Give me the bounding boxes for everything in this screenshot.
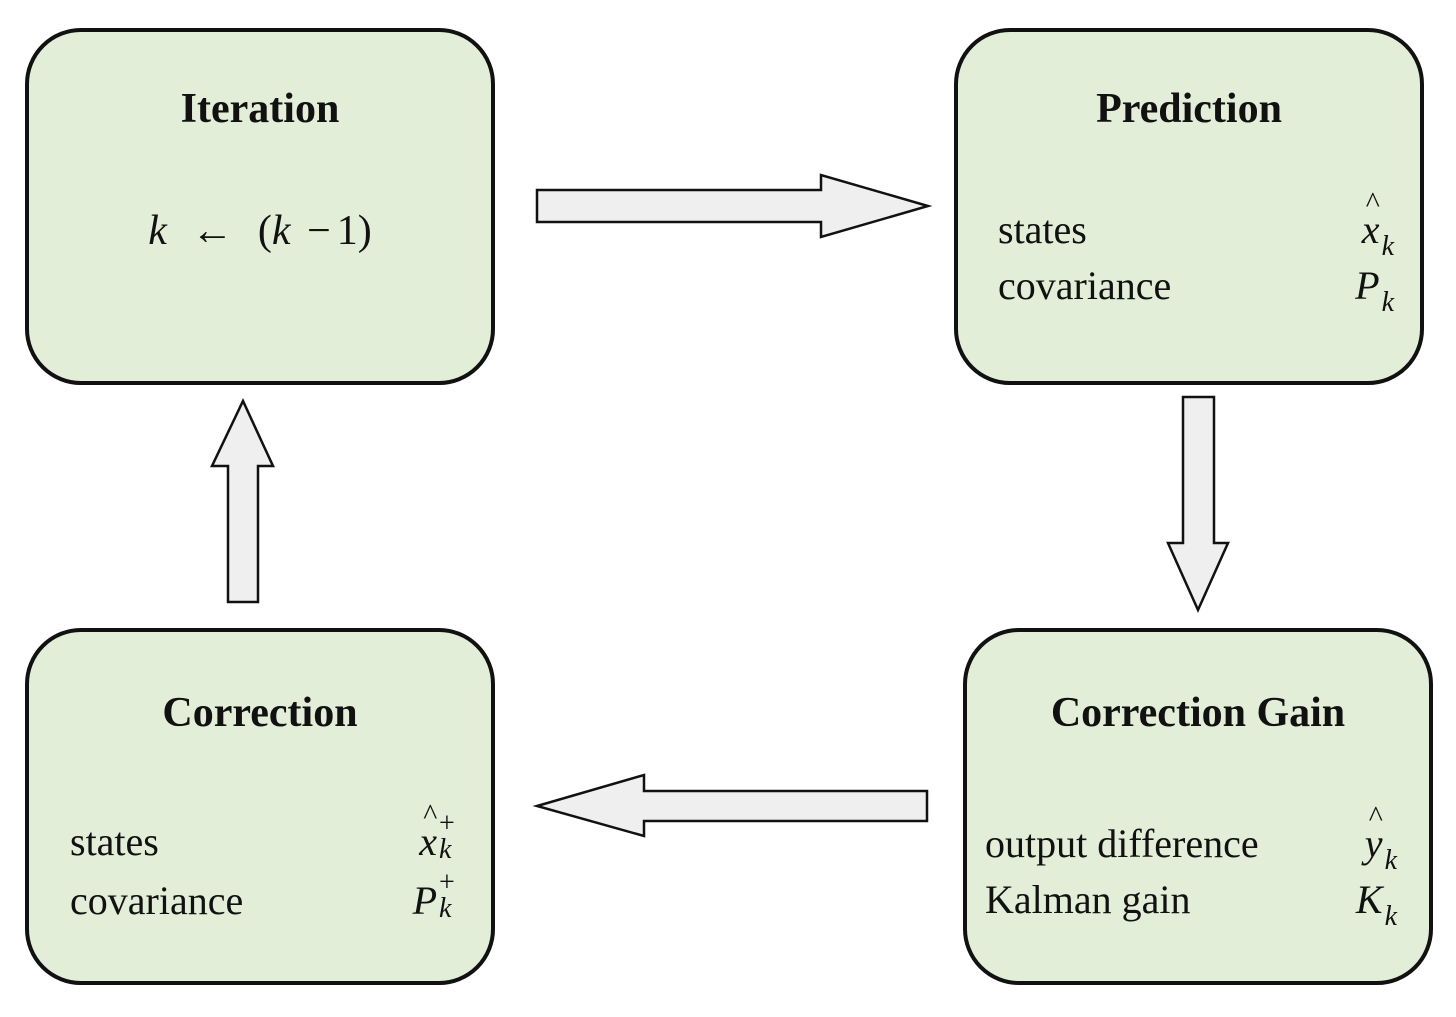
iteration-title: Iteration xyxy=(180,86,340,132)
formula-minus: − xyxy=(307,208,331,254)
formula-k-prev: k xyxy=(271,208,291,254)
prediction-states-label: states xyxy=(998,207,1087,252)
iteration-box: Iteration k ← (k −1) xyxy=(25,28,495,385)
arrow-prediction-to-correction-gain xyxy=(1166,395,1230,614)
kalman-gain-label: Kalman gain xyxy=(985,877,1191,922)
prediction-covariance-label: covariance xyxy=(998,263,1172,308)
correction-covariance-label: covariance xyxy=(70,878,244,923)
formula-one: 1 xyxy=(336,208,358,254)
output-difference-label: output difference xyxy=(985,821,1259,866)
prediction-covariance-symbol: Pk xyxy=(1355,263,1394,318)
output-difference-symbol: yk xyxy=(1365,802,1397,875)
arrow-correction-to-iteration xyxy=(210,398,275,604)
formula-lparen: ( xyxy=(257,208,272,254)
correction-title: Correction xyxy=(162,690,358,736)
correction-states-label: states xyxy=(70,819,159,864)
prediction-box: Prediction states xk covariance Pk xyxy=(954,28,1424,385)
arrow-correction-gain-to-correction xyxy=(532,773,929,838)
arrow-iteration-to-prediction xyxy=(535,173,933,239)
correction-box: Correction states x+k covariance P+k xyxy=(25,628,495,985)
formula-k: k xyxy=(148,208,167,254)
iteration-formula: k ← (k −1) xyxy=(29,210,491,252)
correction-covariance-symbol: P+k xyxy=(412,867,455,924)
formula-assign-arrow: ← xyxy=(191,208,234,254)
kalman-gain-symbol: Kk xyxy=(1355,877,1397,932)
prediction-states-symbol: xk xyxy=(1362,188,1394,261)
formula-rparen: ) xyxy=(357,208,372,254)
correction-states-symbol: x+k xyxy=(419,800,461,864)
prediction-title: Prediction xyxy=(1096,86,1282,132)
correction-gain-box: Correction Gain output difference yk Kal… xyxy=(963,628,1433,985)
correction-gain-title: Correction Gain xyxy=(1050,690,1346,736)
